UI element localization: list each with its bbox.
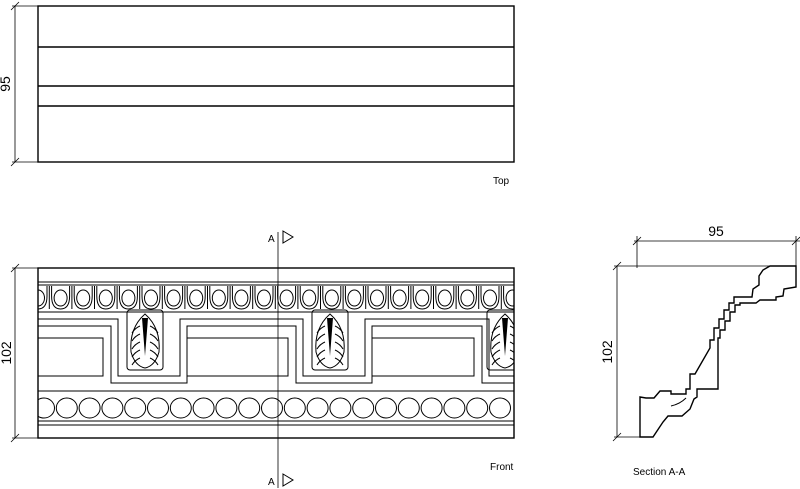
egg-ornament <box>480 286 502 310</box>
bead-ornament <box>443 397 466 419</box>
bead-ornament <box>78 397 101 419</box>
bead-ornament <box>238 397 261 419</box>
bead-ornament <box>329 397 352 419</box>
section-marker-top: A <box>268 234 275 245</box>
bead-ornament <box>124 397 147 419</box>
top-view-label: Top <box>493 176 510 187</box>
front-height-value: 102 <box>0 341 14 365</box>
egg-ornament <box>254 286 276 310</box>
section-height-value: 102 <box>599 340 615 364</box>
egg-ornament <box>73 286 95 310</box>
bead-ornament <box>283 397 306 419</box>
egg-ornament <box>277 286 299 310</box>
bead-ornament <box>38 397 55 419</box>
section-marker-bottom: A <box>268 477 275 488</box>
top-view-outline <box>37 5 515 163</box>
egg-ornament <box>503 286 514 310</box>
egg-ornament <box>141 286 163 310</box>
egg-ornament <box>299 286 321 310</box>
egg-ornament <box>412 286 434 310</box>
egg-ornament <box>96 286 118 310</box>
egg-ornament <box>38 286 50 310</box>
egg-ornament <box>344 286 367 310</box>
bead-ornament <box>489 397 511 419</box>
bead-ornament <box>397 397 420 419</box>
acanthus-leaf <box>486 309 514 371</box>
bead-ornament <box>215 397 238 419</box>
section-width-dimension: 95 <box>632 223 800 268</box>
section-width-value: 95 <box>708 223 724 239</box>
egg-ornament <box>186 286 208 310</box>
front-view-label: Front <box>490 462 514 473</box>
section-view-label: Section A-A <box>633 467 686 478</box>
egg-ornament <box>457 286 480 310</box>
bead-ornament <box>147 397 169 419</box>
front-height-dimension: 102 <box>0 263 38 443</box>
greek-key-fret <box>38 318 514 384</box>
acanthus-leaf-row <box>126 309 514 371</box>
egg-ornament <box>209 286 231 310</box>
section-arrow-icon <box>282 473 294 487</box>
bead-ornament <box>192 397 215 419</box>
bead-ornament <box>375 397 397 419</box>
egg-ornament <box>322 286 344 310</box>
bead-ornament <box>169 397 192 419</box>
top-depth-dimension: 95 <box>0 1 38 167</box>
egg-ornament <box>118 286 141 310</box>
front-view: A A 102 Front <box>0 230 515 488</box>
section-cut-line: A A <box>268 230 294 488</box>
bead-ornament <box>101 397 124 419</box>
bead-ornament <box>261 397 283 419</box>
egg-ornament <box>367 286 389 310</box>
section-height-dimension: 102 <box>599 261 770 442</box>
egg-ornament <box>435 286 457 310</box>
upper-egg-row <box>38 286 514 310</box>
acanthus-leaf <box>311 309 349 371</box>
bead-ornament <box>352 397 375 419</box>
acanthus-leaf <box>126 309 164 371</box>
front-view-outline <box>37 267 515 439</box>
section-arrow-icon <box>282 230 294 244</box>
bead-ornament <box>306 397 329 419</box>
section-view: 95 102 Section A-A <box>599 223 800 478</box>
top-view: 95 Top <box>0 1 515 187</box>
section-profile <box>639 265 797 438</box>
egg-ornament <box>164 286 186 310</box>
bead-ornament <box>466 397 489 419</box>
bead-ornament <box>420 397 443 419</box>
egg-ornament <box>51 286 73 310</box>
top-depth-value: 95 <box>0 76 13 92</box>
egg-ornament <box>231 286 254 310</box>
bead-ornament <box>55 397 78 419</box>
egg-ornament <box>390 286 412 310</box>
section-fillet <box>670 397 687 407</box>
lower-bead-row <box>38 397 511 419</box>
